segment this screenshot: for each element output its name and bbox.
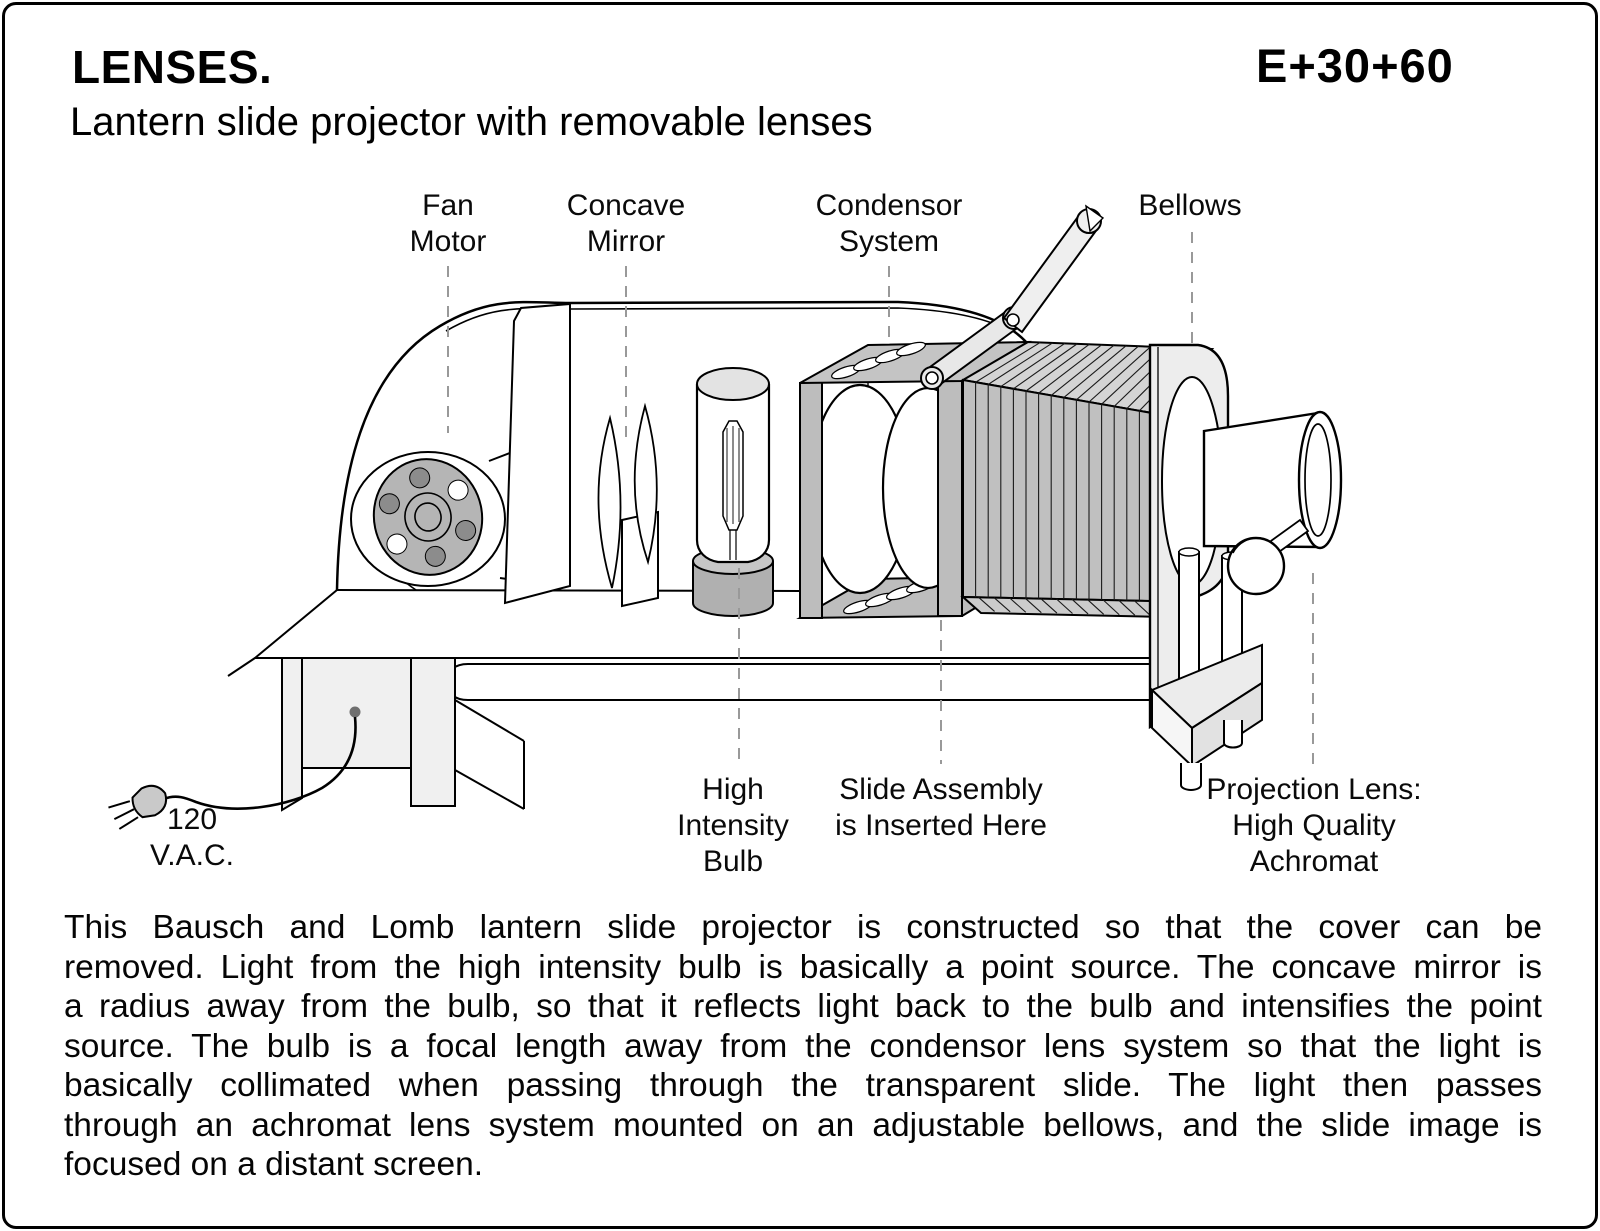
label-slide-assembly: Slide Assembly is Inserted Here — [835, 773, 1047, 842]
description-line: source. The bulb is a focal length away … — [64, 1027, 1542, 1065]
catalog-code: E+30+60 — [1256, 39, 1454, 92]
page-title: LENSES. — [72, 41, 273, 93]
bulb-drawing — [692, 367, 774, 617]
page-subtitle: Lantern slide projector with removable l… — [70, 100, 873, 144]
slide-lever-drawing — [920, 204, 1105, 390]
label-concave-mirror: Concave Mirror — [566, 189, 686, 258]
fan-panel-drawing — [503, 302, 571, 605]
description-line: a radius away from the bulb, so that it … — [64, 988, 1542, 1025]
description-paragraph: This Bausch and Lomb lantern slide proje… — [64, 908, 1542, 1185]
fan-motor-drawing — [350, 429, 571, 588]
label-condensor-system: Condensor System — [815, 189, 963, 258]
label-bellows: Bellows — [1138, 189, 1242, 222]
description-line: through an achromat lens system mounted … — [64, 1106, 1542, 1144]
condensor-drawing — [796, 340, 1032, 620]
label-projection-lens: Projection Lens: High Quality Achromat — [1206, 773, 1422, 878]
label-high-intensity-bulb: High Intensity Bulb — [677, 773, 789, 878]
slide-slot-drawing — [937, 378, 963, 617]
description-line: basically collimated when passing throug… — [64, 1067, 1542, 1104]
label-fan-motor: Fan Motor — [409, 189, 487, 258]
projection-lens-drawing — [1202, 410, 1343, 550]
description-line: removed. Light from the high intensity b… — [64, 948, 1542, 986]
guide-rail-drawing — [446, 663, 1150, 701]
concave-mirror-drawing — [597, 402, 659, 608]
description-line: focused on a distant screen. — [64, 1146, 484, 1183]
power-cord-drawing — [108, 706, 361, 830]
focus-knob-drawing — [1226, 518, 1310, 596]
leader-lines — [447, 232, 1314, 766]
pedestal-drawing — [281, 657, 525, 812]
label-power-120-vac: 120 V.A.C. — [150, 803, 234, 872]
power-plug-icon — [108, 784, 168, 830]
lens-bracket-drawing — [1150, 643, 1263, 791]
description-line: This Bausch and Lomb lantern slide proje… — [64, 909, 1542, 946]
